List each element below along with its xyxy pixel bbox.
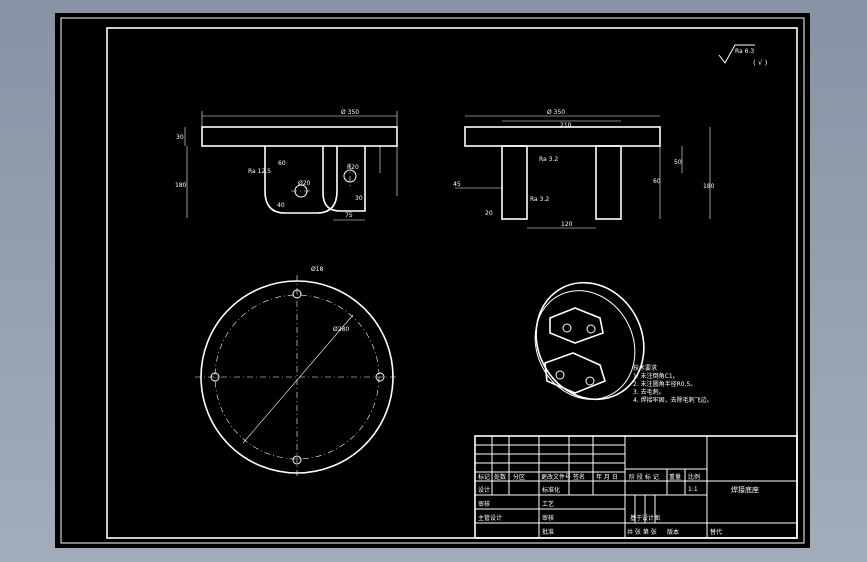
front-dim-thickness: 30 xyxy=(176,134,184,141)
iso-view xyxy=(534,281,645,401)
tb-review: 审核 xyxy=(542,514,554,522)
tech-note-0: 技术要求 xyxy=(633,364,657,372)
side-dim-45: 45 xyxy=(453,181,461,188)
front-dim-inner: 60 xyxy=(278,160,286,167)
front-dim-height: 180 xyxy=(175,182,187,189)
tb-label-count: 处数 xyxy=(494,473,506,481)
top-hole-4 xyxy=(375,372,385,382)
front-dim-hole: Ø20 xyxy=(298,180,311,187)
side-leg-right xyxy=(595,145,622,220)
drawing-canvas[interactable]: Ra 6.3 ( √ ) Ø 350 30 180 Ra 1 xyxy=(55,13,810,548)
side-dim-180: 180 xyxy=(703,183,715,190)
side-dim-width: Ø 350 xyxy=(547,109,565,116)
front-bracket-left xyxy=(264,146,338,214)
tb-stage-mark: 阶 段 标 记 xyxy=(629,473,659,481)
tb-label-zone: 分区 xyxy=(513,473,525,481)
roughness-symbol: Ra 6.3 ( √ ) xyxy=(718,44,768,67)
tb-design: 设计 xyxy=(478,486,490,494)
tb-label-date: 年 月 日 xyxy=(596,473,618,481)
inner-frame xyxy=(106,27,798,539)
roughness-paren: ( √ ) xyxy=(753,59,768,67)
top-view: Ø18 Ø280 xyxy=(195,266,399,479)
tb-process: 工艺 xyxy=(542,500,554,508)
front-view: Ø 350 30 180 Ra 12.5 60 Ø20 R20 40 75 30 xyxy=(175,109,398,221)
side-leg-left xyxy=(501,145,528,220)
top-dim-hole: Ø18 xyxy=(311,266,324,273)
outer-frame xyxy=(60,17,805,544)
front-bracket-right xyxy=(322,146,366,212)
front-dim-roughness: Ra 12.5 xyxy=(248,168,271,175)
tb-label-change-doc: 更改文件号 xyxy=(541,473,571,481)
side-dim-roughness2: Ra 3.2 xyxy=(530,196,549,203)
front-dim-width: Ø 350 xyxy=(341,109,359,116)
tb-label-sign: 签名 xyxy=(573,473,585,481)
tb-project: 基于设计图 xyxy=(630,514,660,522)
tb-scale-label: 比例 xyxy=(688,473,700,481)
top-hole-1 xyxy=(292,289,302,299)
side-dim-120: 120 xyxy=(561,221,573,228)
tb-approve: 批准 xyxy=(542,528,554,536)
tb-replace: 替代 xyxy=(710,528,722,536)
front-dim-small: 30 xyxy=(355,195,363,202)
front-dim-r: R20 xyxy=(347,164,359,171)
roughness-label: Ra 6.3 xyxy=(735,48,754,55)
side-plate xyxy=(464,126,661,147)
tech-notes: 技术要求 1. 未注倒角C1。 2. 未注圆角半径R0.5。 3. 去毛刺。 4… xyxy=(633,364,713,404)
top-dim-pcd: Ø280 xyxy=(333,326,349,333)
front-dim-75: 75 xyxy=(345,212,353,219)
top-hole-3 xyxy=(210,372,220,382)
tech-note-2: 2. 未注圆角半径R0.5。 xyxy=(633,380,696,388)
side-dim-60: 60 xyxy=(653,178,661,185)
title-block: 标记 处数 分区 更改文件号 签名 年 月 日 设计 标准化 审核 工艺 主管设… xyxy=(474,435,798,539)
tb-label-mark: 标记 xyxy=(478,473,490,481)
tb-version: 版本 xyxy=(667,528,679,536)
tb-scale-value: 1:1 xyxy=(688,486,698,493)
iso-block-lower xyxy=(544,352,606,394)
front-dim-40: 40 xyxy=(277,202,285,209)
iso-disc xyxy=(535,281,645,401)
side-dim-50: 50 xyxy=(674,159,682,166)
tb-weight: 重量 xyxy=(669,473,681,481)
tech-note-3: 3. 去毛刺。 xyxy=(633,388,665,396)
tb-sheet: 共 张 第 张 xyxy=(627,528,657,536)
tech-note-4: 4. 焊接牢固，去除毛刺飞边。 xyxy=(633,396,713,404)
side-dim-roughness: Ra 3.2 xyxy=(539,156,558,163)
top-hole-2 xyxy=(292,455,302,465)
tech-note-1: 1. 未注倒角C1。 xyxy=(633,372,679,380)
iso-block-upper xyxy=(549,307,604,344)
side-view: Ø 350 210 Ra 3.2 Ra 3.2 45 20 120 50 60 … xyxy=(453,109,715,229)
front-plate xyxy=(201,126,398,147)
side-dim-20: 20 xyxy=(485,210,493,217)
side-dim-210: 210 xyxy=(560,122,572,129)
tb-standard: 标准化 xyxy=(542,486,560,494)
tb-main-design: 主管设计 xyxy=(478,514,502,522)
drawing-svg: Ra 6.3 ( √ ) Ø 350 30 180 Ra 1 xyxy=(60,17,805,544)
tb-check: 审核 xyxy=(478,500,490,508)
tb-part-name: 焊接底座 xyxy=(731,485,759,494)
